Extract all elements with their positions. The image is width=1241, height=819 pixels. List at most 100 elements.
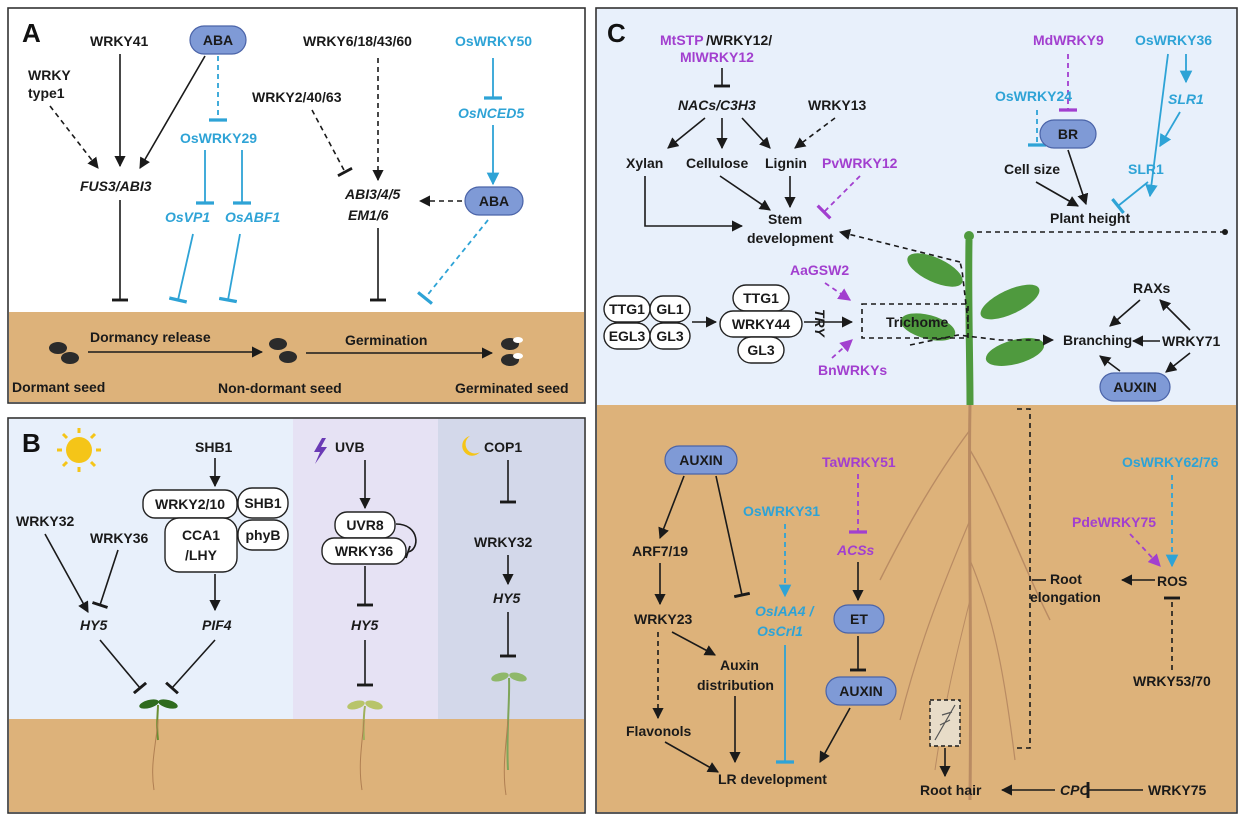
panel-letter-a: A bbox=[22, 18, 41, 48]
egl3-label: EGL3 bbox=[609, 328, 646, 344]
aba-right-label: ABA bbox=[479, 193, 509, 209]
auxin-dist-label-b: distribution bbox=[697, 677, 774, 693]
shb1-box-label: SHB1 bbox=[244, 495, 282, 511]
wrky36-left-label: WRKY36 bbox=[90, 530, 149, 546]
auxin-left-label: AUXIN bbox=[679, 452, 723, 468]
panel-c: C MtSTP /WRKY12/ MlWRKY12 NACs/C3H3 WRKY… bbox=[595, 7, 1238, 814]
cca1-label-b: /LHY bbox=[185, 547, 218, 563]
oswrky29-label: OsWRKY29 bbox=[180, 130, 257, 146]
oswrky62-label: OsWRKY62/76 bbox=[1122, 454, 1219, 470]
nacs-label: NACs/C3H3 bbox=[678, 97, 756, 113]
branching-label: Branching bbox=[1063, 332, 1132, 348]
ttg1-left-label: TTG1 bbox=[609, 301, 645, 317]
ros-label: ROS bbox=[1157, 573, 1187, 589]
raxs-label: RAXs bbox=[1133, 280, 1171, 296]
lignin-label: Lignin bbox=[765, 155, 807, 171]
dormancy-release-label: Dormancy release bbox=[90, 329, 211, 345]
panel-letter-b: B bbox=[22, 428, 41, 458]
arf7-label: ARF7/19 bbox=[632, 543, 688, 559]
wrky53-label: WRKY53/70 bbox=[1133, 673, 1211, 689]
wrky2-10-label: WRKY2/10 bbox=[155, 496, 225, 512]
lightning-icon bbox=[314, 438, 327, 464]
germinated-seed-label: Germinated seed bbox=[455, 380, 569, 396]
slr1-label: SLR1 bbox=[1128, 161, 1164, 177]
auxin-mid-label: AUXIN bbox=[839, 683, 883, 699]
wrky13-label: WRKY13 bbox=[808, 97, 867, 113]
panel-a: A WRKY41 ABA WRKY type1 FUS3/ABI3 OsWRKY… bbox=[7, 7, 586, 404]
wrky23-label: WRKY23 bbox=[634, 611, 693, 627]
stem-label-b: development bbox=[747, 230, 834, 246]
seedling-icon-sun bbox=[139, 699, 178, 791]
panel-b: B SHB1 WRKY2/10 SHB1 CCA1 /LHY phyB WRKY… bbox=[7, 417, 586, 814]
wrky36-box-label: WRKY36 bbox=[335, 543, 394, 559]
aba-right-pill bbox=[464, 186, 524, 216]
non-dormant-seed-label: Non-dormant seed bbox=[218, 380, 342, 396]
mtstp-label-b: /WRKY12/ bbox=[706, 32, 772, 48]
seedling-icon-uv bbox=[347, 700, 383, 791]
aba-top-pill bbox=[189, 25, 247, 55]
wrky-type1-label-a: WRKY bbox=[28, 67, 71, 83]
root-elong-label-a: Root bbox=[1050, 571, 1082, 587]
wrky75-label: WRKY75 bbox=[1148, 782, 1207, 798]
et-label: ET bbox=[850, 611, 868, 627]
try-label: TRY bbox=[812, 309, 828, 338]
pdewrky75-label: PdeWRKY75 bbox=[1072, 514, 1156, 530]
auxin-top-label: AUXIN bbox=[1113, 379, 1157, 395]
wrky2-label: WRKY2/40/63 bbox=[252, 89, 342, 105]
moon-icon bbox=[462, 436, 480, 456]
hy5-mid-label: HY5 bbox=[351, 617, 378, 633]
uvr8-label: UVR8 bbox=[346, 517, 384, 533]
plant-icon bbox=[879, 231, 1051, 801]
cell-size-label: Cell size bbox=[1004, 161, 1060, 177]
br-label: BR bbox=[1058, 126, 1078, 142]
mlwrky12-label: MlWRKY12 bbox=[680, 49, 754, 65]
oswrky31-label: OsWRKY31 bbox=[743, 503, 820, 519]
fus3-abi3-label: FUS3/ABI3 bbox=[80, 178, 152, 194]
germinated-seed-icon bbox=[501, 337, 523, 366]
dormant-seed-label: Dormant seed bbox=[12, 379, 105, 395]
hy5-left-label: HY5 bbox=[80, 617, 107, 633]
osiaa4-label-a: OsIAA4 / bbox=[755, 603, 815, 619]
uvb-label: UVB bbox=[335, 439, 365, 455]
tawrky51-label: TaWRKY51 bbox=[822, 454, 896, 470]
seedling-icon-night bbox=[491, 672, 527, 796]
xylan-label: Xylan bbox=[626, 155, 663, 171]
hy5-right-label: HY5 bbox=[493, 590, 520, 606]
slr1-italic-label: SLR1 bbox=[1168, 91, 1204, 107]
wrky71-label: WRKY71 bbox=[1162, 333, 1221, 349]
abi3-label-b: EM1/6 bbox=[348, 207, 389, 223]
gl1-label: GL1 bbox=[656, 301, 683, 317]
wrky44-label: WRKY44 bbox=[732, 316, 791, 332]
aagsw2-label: AaGSW2 bbox=[790, 262, 849, 278]
aba-top-label: ABA bbox=[203, 32, 233, 48]
wrky32-right-label: WRKY32 bbox=[474, 534, 533, 550]
osabf1-label: OsABF1 bbox=[225, 209, 280, 225]
wrky41-label: WRKY41 bbox=[90, 33, 149, 49]
osvp1-label: OsVP1 bbox=[165, 209, 210, 225]
bnwrkys-label: BnWRKYs bbox=[818, 362, 887, 378]
gl3-left-label: GL3 bbox=[656, 328, 683, 344]
ttg1-mid-label: TTG1 bbox=[743, 290, 779, 306]
osnced5-label: OsNCED5 bbox=[458, 105, 524, 121]
wrky32-left-label: WRKY32 bbox=[16, 513, 75, 529]
panel-letter-c: C bbox=[607, 18, 626, 48]
mtstp-label-a: MtSTP bbox=[660, 32, 704, 48]
sun-icon bbox=[57, 428, 101, 472]
lr-dev-label: LR development bbox=[718, 771, 827, 787]
trichome-label: Trichome bbox=[886, 314, 948, 330]
root-hair-label: Root hair bbox=[920, 782, 982, 798]
oswrky50-label: OsWRKY50 bbox=[455, 33, 532, 49]
non-dormant-seed-icon bbox=[269, 338, 297, 363]
osiaa4-label-b: OsCrl1 bbox=[757, 623, 803, 639]
oswrky24-label: OsWRKY24 bbox=[995, 88, 1072, 104]
cca1-label-a: CCA1 bbox=[182, 527, 220, 543]
cop1-label: COP1 bbox=[484, 439, 522, 455]
pvwrky12-label: PvWRKY12 bbox=[822, 155, 898, 171]
wrky6-label: WRKY6/18/43/60 bbox=[303, 33, 412, 49]
dormant-seed-icon bbox=[49, 342, 79, 364]
flavonols-label: Flavonols bbox=[626, 723, 692, 739]
mdwrky9-label: MdWRKY9 bbox=[1033, 32, 1104, 48]
root-elong-label-b: elongation bbox=[1030, 589, 1101, 605]
abi3-label-a: ABI3/4/5 bbox=[344, 186, 400, 202]
shb1-top-label: SHB1 bbox=[195, 439, 233, 455]
